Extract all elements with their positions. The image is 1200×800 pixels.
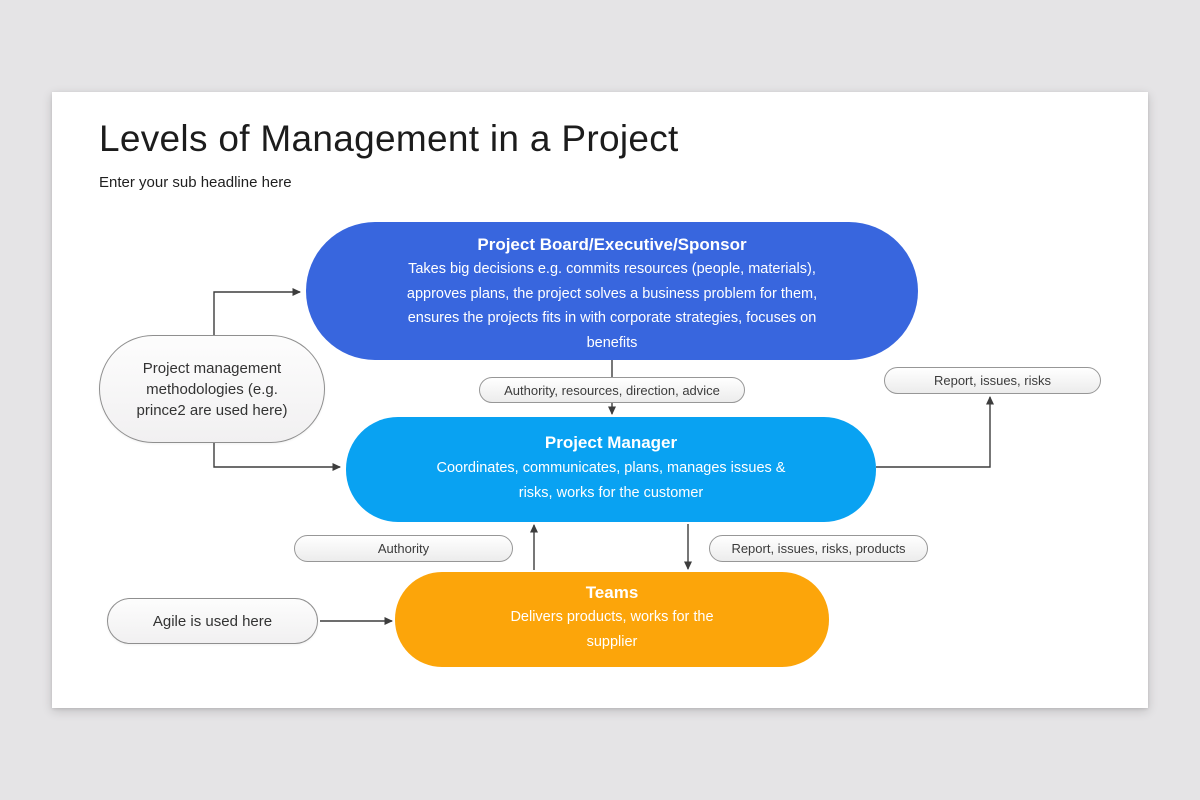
manager-body: Coordinates, communicates, plans, manage… bbox=[436, 460, 786, 501]
board-node: Project Board/Executive/Sponsor Takes bi… bbox=[306, 222, 918, 360]
arrow-methodologies-to-manager bbox=[213, 443, 341, 471]
label-report-issues-risks: Report, issues, risks bbox=[884, 367, 1101, 394]
manager-title: Project Manager bbox=[544, 433, 678, 452]
teams-node: Teams Delivers products, works for the s… bbox=[395, 572, 829, 667]
slide-card: Levels of Management in a Project Enter … bbox=[52, 92, 1148, 708]
label-report-issues-risks-products: Report, issues, risks, products bbox=[709, 535, 928, 562]
board-body: Takes big decisions e.g. commits resourc… bbox=[406, 261, 818, 351]
page-subtitle: Enter your sub headline here bbox=[99, 174, 292, 191]
manager-node: Project Manager Coordinates, communicate… bbox=[346, 417, 876, 522]
arrow-methodologies-to-board bbox=[213, 288, 301, 335]
board-title: Project Board/Executive/Sponsor bbox=[477, 235, 747, 254]
note-methodologies: Project management methodologies (e.g. p… bbox=[99, 335, 325, 443]
label-authority-resources-direction-advice: Authority, resources, direction, advice bbox=[479, 377, 745, 403]
teams-body: Delivers products, works for the supplie… bbox=[510, 609, 714, 650]
label-authority: Authority bbox=[294, 535, 513, 562]
teams-title: Teams bbox=[585, 583, 639, 602]
note-agile: Agile is used here bbox=[107, 598, 318, 644]
page-title: Levels of Management in a Project bbox=[99, 118, 679, 159]
arrow-manager-to-report-label bbox=[876, 396, 994, 468]
